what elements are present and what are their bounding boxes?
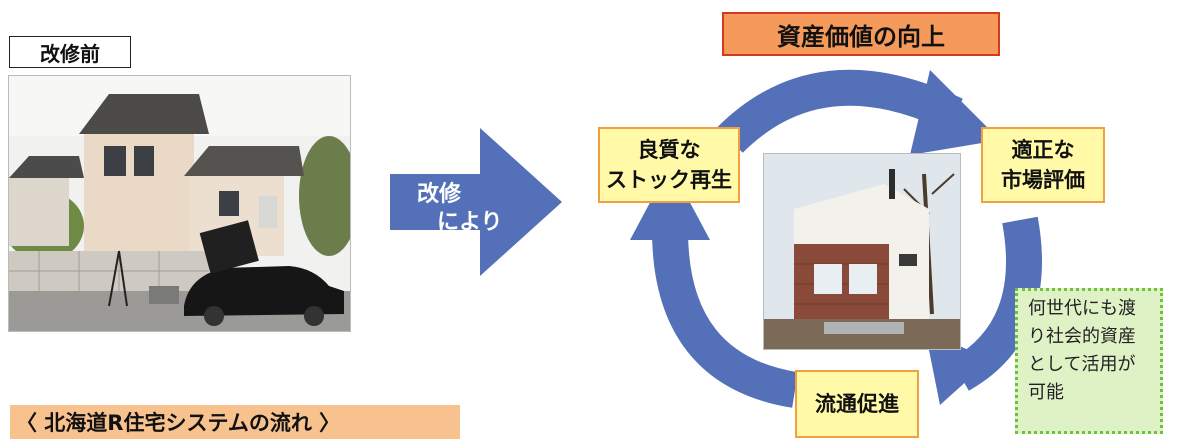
arrow-label-line2: により	[437, 210, 503, 235]
renovation-arrow	[390, 128, 562, 276]
cycle-arrow-top	[717, 69, 963, 153]
r-housing-system-flow-label: 〈 北海道R住宅システムの流れ 〉	[10, 405, 460, 439]
after-house-photo	[763, 153, 961, 350]
before-house-photo	[8, 75, 351, 332]
cycle-arrow-top-head	[910, 70, 1000, 155]
asset-value-title: 資産価値の向上	[722, 12, 1000, 56]
generational-asset-note: 何世代にも渡 り社会的資産 として活用が 可能	[1015, 288, 1163, 434]
before-renovation-label: 改修前	[9, 36, 131, 68]
node-market-evaluation: 適正な 市場評価	[981, 127, 1105, 203]
node-quality-stock: 良質な ストック再生	[598, 127, 740, 203]
arrow-label-line1: 改修	[417, 182, 462, 207]
node-distribution: 流通促進	[795, 370, 919, 438]
cycle-arrow-left	[652, 229, 799, 408]
